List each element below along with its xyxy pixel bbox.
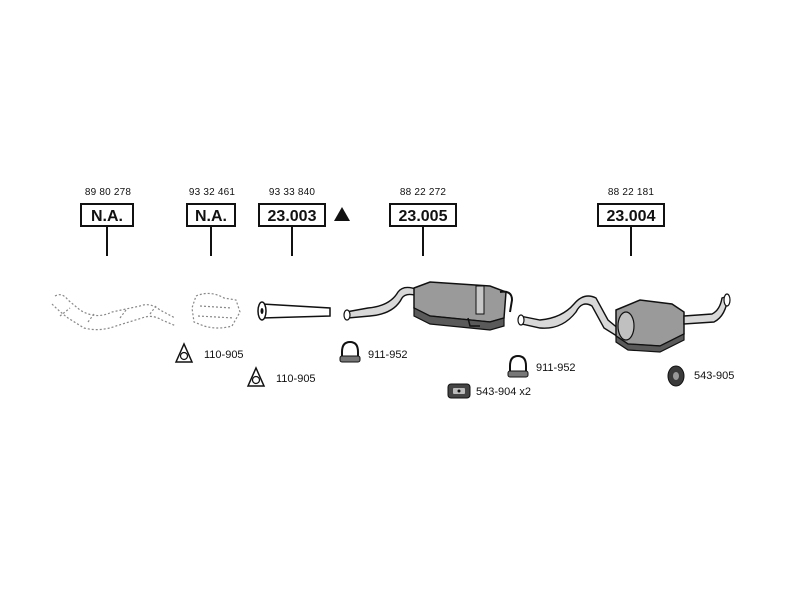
gasket-icon-1[interactable] <box>174 342 194 363</box>
front-pipe-na-1[interactable] <box>51 294 177 331</box>
part-label-1[interactable]: N.A. <box>80 203 134 227</box>
gasket-icon-2[interactable] <box>246 366 266 387</box>
gasket-2-label: 110-905 <box>276 373 316 385</box>
rear-silencer-23004[interactable] <box>517 293 731 353</box>
part-label-2[interactable]: N.A. <box>186 203 236 227</box>
part-label-5[interactable]: 23.004 <box>597 203 665 227</box>
clamp-2-label: 911-952 <box>536 362 576 374</box>
rubber-hanger-icon[interactable] <box>447 383 471 399</box>
oe-number-2: 93 32 461 <box>188 187 236 198</box>
gasket-1-label: 110-905 <box>204 349 244 361</box>
leader-line-3 <box>291 227 293 256</box>
leader-line-4 <box>422 227 424 256</box>
hanger-ring-label: 543-905 <box>694 370 735 382</box>
clamp-1-label: 911-952 <box>368 349 408 361</box>
hanger-ring-icon[interactable] <box>667 365 685 387</box>
intermediate-pipe-23003[interactable] <box>257 301 331 321</box>
middle-silencer-23005[interactable] <box>343 281 514 331</box>
hanger-pair-label: 543-904 x2 <box>476 386 532 398</box>
oe-number-1: 89 80 278 <box>84 187 132 198</box>
warning-triangle-icon <box>334 207 350 221</box>
part-label-3[interactable]: 23.003 <box>258 203 326 227</box>
leader-line-2 <box>210 227 212 256</box>
front-pipe-na-2[interactable] <box>191 292 241 329</box>
oe-number-3: 93 33 840 <box>268 187 316 198</box>
part-label-4[interactable]: 23.005 <box>389 203 457 227</box>
leader-line-5 <box>630 227 632 256</box>
clamp-icon-1[interactable] <box>339 340 361 363</box>
oe-number-4: 88 22 272 <box>399 187 447 198</box>
clamp-icon-2[interactable] <box>507 354 529 378</box>
leader-line-1 <box>106 227 108 256</box>
oe-number-5: 88 22 181 <box>607 187 655 198</box>
